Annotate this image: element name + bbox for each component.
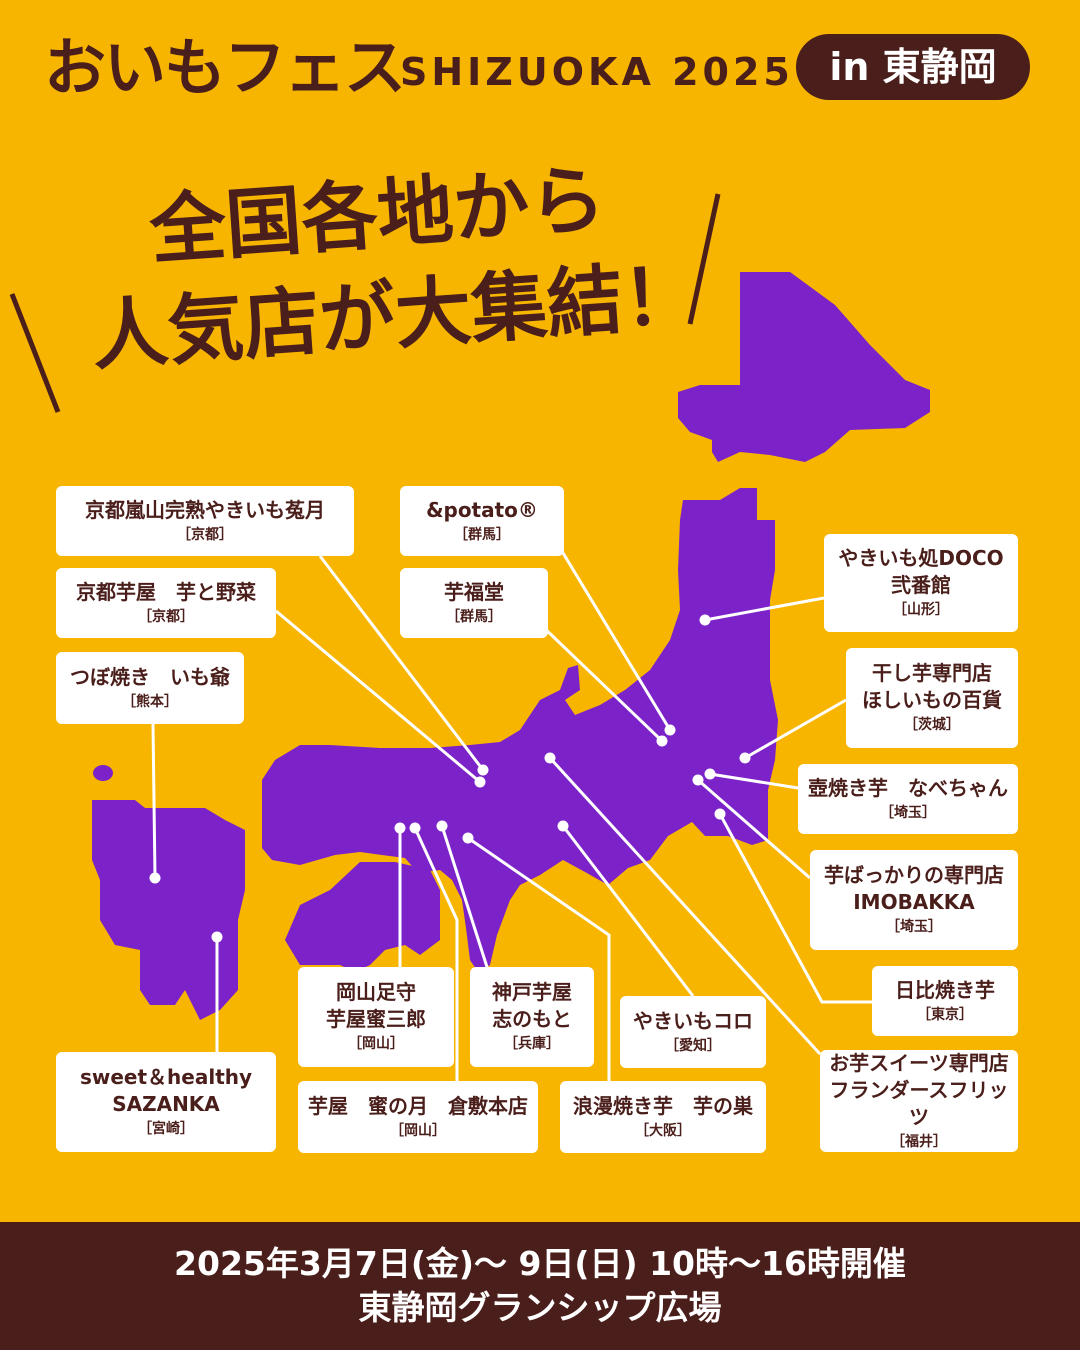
shop-name: 芋福堂 xyxy=(444,579,504,604)
leader-line xyxy=(413,827,459,1081)
shop-name: つぼ焼き いも爺 xyxy=(70,664,230,689)
shop-prefecture: ［熊本］ xyxy=(122,693,178,710)
location-dot xyxy=(149,872,161,884)
shop-prefecture: ［岡山］ xyxy=(348,1036,404,1052)
leader-line xyxy=(151,723,157,879)
shop-name: やきいも処DOCO 弐番館 xyxy=(838,546,1004,597)
location-dot xyxy=(557,820,569,832)
shop-card: 京都芋屋 芋と野菜 ［京都］ xyxy=(56,568,276,638)
headline-slash-right xyxy=(687,193,721,325)
location-dot xyxy=(692,774,704,786)
shop-name: &potato® xyxy=(426,497,538,522)
location-dot xyxy=(462,832,474,844)
location-dot xyxy=(211,931,223,943)
shop-prefecture: ［大阪］ xyxy=(635,1122,691,1139)
shop-name: 壺焼き芋 なべちゃん xyxy=(808,775,1008,800)
shop-name: 干し芋専門店 ほしいもの百貨 xyxy=(862,661,1002,712)
shop-prefecture: ［岡山］ xyxy=(390,1122,446,1139)
shop-card: 岡山足守 芋屋蜜三郎 ［岡山］ xyxy=(298,967,454,1067)
shop-prefecture: ［兵庫］ xyxy=(504,1036,560,1052)
shop-card: 壺焼き芋 なべちゃん ［埼玉］ xyxy=(798,764,1018,834)
shop-card: 浪漫焼き芋 芋の巣 ［大阪］ xyxy=(560,1081,766,1153)
shop-name: 岡山足守 芋屋蜜三郎 xyxy=(326,980,426,1031)
map-kyushu xyxy=(92,800,245,1020)
leader-line xyxy=(467,836,611,1081)
shop-prefecture: ［埼玉］ xyxy=(886,919,942,935)
shop-card: 芋福堂 ［群馬］ xyxy=(400,568,548,638)
shop-card: 干し芋専門店 ほしいもの百貨 ［茨城］ xyxy=(846,648,1018,748)
shop-card: お芋スイーツ専門店 フランダースフリッツ ［福井］ xyxy=(820,1050,1018,1152)
shop-card: 芋屋 蜜の月 倉敷本店 ［岡山］ xyxy=(298,1081,538,1153)
location-dot xyxy=(739,752,751,764)
location-dot xyxy=(409,822,421,834)
shop-prefecture: ［群馬］ xyxy=(446,608,502,625)
map-island xyxy=(93,765,113,781)
shop-card: 芋ばっかりの専門店 IMOBAKKA ［埼玉］ xyxy=(810,850,1018,950)
shop-prefecture: ［福井］ xyxy=(891,1133,947,1150)
shop-prefecture: ［埼玉］ xyxy=(880,804,936,821)
location-dot xyxy=(714,808,726,820)
shop-card: やきいもコロ ［愛知］ xyxy=(620,996,766,1068)
leader-line xyxy=(538,622,664,743)
shop-card: &potato® ［群馬］ xyxy=(400,486,564,556)
event-subtitle: SHIZUOKA 2025 xyxy=(400,50,794,94)
leader-line xyxy=(744,698,847,760)
location-dot xyxy=(474,776,486,788)
shop-card: つぼ焼き いも爺 ［熊本］ xyxy=(56,652,244,724)
shop-prefecture: ［宮崎］ xyxy=(138,1121,194,1137)
location-dot xyxy=(699,614,711,626)
map-hokkaido xyxy=(678,272,930,462)
shop-name: 芋ばっかりの専門店 IMOBAKKA xyxy=(824,863,1004,914)
shop-prefecture: ［京都］ xyxy=(177,526,233,543)
footer-banner: 2025年3月7日(金)～ 9日(日) 10時～16時開催 東静岡グランシップ広… xyxy=(0,1222,1080,1350)
location-dot xyxy=(436,820,448,832)
shop-prefecture: ［茨城］ xyxy=(904,717,960,733)
leader-line xyxy=(558,547,672,731)
location-dot xyxy=(704,768,716,780)
shop-prefecture: ［愛知］ xyxy=(665,1037,721,1054)
event-dates: 2025年3月7日(金)～ 9日(日) 10時～16時開催 xyxy=(174,1244,906,1283)
leader-line xyxy=(561,825,695,997)
location-dot xyxy=(544,752,556,764)
leader-line xyxy=(275,609,481,784)
shop-name: sweet＆healthy SAZANKA xyxy=(79,1065,253,1116)
shop-name: 京都芋屋 芋と野菜 xyxy=(76,579,256,604)
shop-name: 日比焼き芋 xyxy=(895,977,995,1002)
headline-slash-left xyxy=(9,293,61,413)
shop-name: 浪漫焼き芋 芋の巣 xyxy=(573,1093,753,1118)
location-dot xyxy=(656,735,668,747)
leader-line xyxy=(548,756,822,1056)
leader-line xyxy=(704,596,825,622)
location-dot xyxy=(664,724,676,736)
leader-line xyxy=(318,555,485,771)
location-badge: in 東静岡 xyxy=(796,34,1030,100)
shop-card: 日比焼き芋 ［東京］ xyxy=(872,966,1018,1036)
leader-line xyxy=(440,825,489,968)
shop-prefecture: ［群馬］ xyxy=(454,526,510,543)
shop-prefecture: ［山形］ xyxy=(893,602,949,618)
leader-line xyxy=(709,772,799,790)
shop-card: 神戸芋屋 志のもと ［兵庫］ xyxy=(470,967,594,1067)
shop-card: sweet＆healthy SAZANKA ［宮崎］ xyxy=(56,1052,276,1152)
location-dot xyxy=(477,764,489,776)
leader-line xyxy=(718,813,872,1004)
event-venue: 東静岡グランシップ広場 xyxy=(358,1288,722,1327)
shop-card: やきいも処DOCO 弐番館 ［山形］ xyxy=(824,534,1018,632)
shop-name: お芋スイーツ専門店 フランダースフリッツ xyxy=(829,1050,1009,1129)
shop-name: 神戸芋屋 志のもと xyxy=(492,980,572,1031)
shop-name: 京都嵐山完熟やきいも菟月 xyxy=(85,497,325,522)
shop-prefecture: ［東京］ xyxy=(917,1006,973,1023)
map-honshu xyxy=(262,488,778,972)
shop-name: 芋屋 蜜の月 倉敷本店 xyxy=(308,1093,528,1118)
shop-prefecture: ［京都］ xyxy=(138,608,194,625)
leader-line xyxy=(697,778,811,880)
festival-logo: おいもフェス xyxy=(44,31,406,104)
shop-card: 京都嵐山完熟やきいも菟月 ［京都］ xyxy=(56,486,354,556)
location-dot xyxy=(394,822,406,834)
shop-name: やきいもコロ xyxy=(633,1008,753,1033)
